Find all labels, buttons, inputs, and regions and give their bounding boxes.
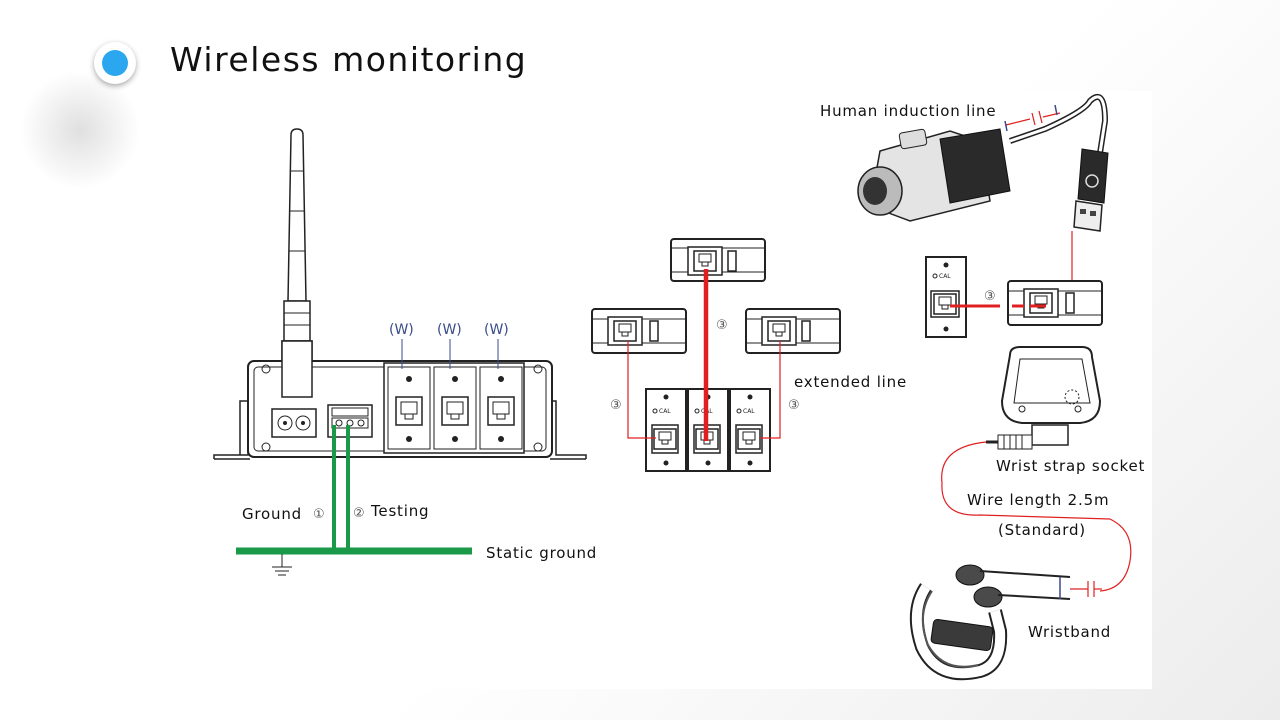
svg-text:CAL: CAL: [743, 408, 755, 415]
wall-plate-1: CAL: [645, 388, 687, 472]
wire-length-label: Wire length 2.5m: [967, 491, 1109, 509]
extended-line-label: extended line: [794, 373, 907, 391]
wristband-icon: [909, 564, 1071, 681]
human-induction-sensor-icon: [857, 128, 1011, 222]
port-label-3: (W): [484, 322, 509, 338]
static-ground-label: Static ground: [486, 544, 597, 562]
wrist-strap-wire: [941, 441, 1132, 592]
port-label-2: (W): [437, 322, 462, 338]
extended-marker-far-right: ③: [984, 289, 996, 304]
slide-title: Wireless monitoring: [170, 40, 528, 79]
extended-line-assembly: CAL CAL CAL: [591, 238, 841, 472]
rj45-port-modules: [383, 362, 525, 454]
extended-marker-right: ③: [788, 398, 800, 413]
wiring-diagram: (W) (W) (W) Ground ① ② Testing Static gr…: [213, 94, 1145, 681]
sensor-box-left: [591, 308, 687, 354]
power-jack-icon: [271, 408, 317, 438]
sensor-box-right: [745, 308, 841, 354]
testing-label: Testing: [370, 502, 429, 520]
human-induction-line-label: Human induction line: [820, 102, 996, 120]
right-cable: [760, 341, 781, 439]
title-bullet-icon: [94, 42, 136, 84]
background-glow: [20, 70, 140, 190]
testing-marker: ②: [353, 506, 365, 521]
sensor-box-far-right: [1007, 280, 1103, 326]
usb-plug-icon: [1073, 148, 1109, 232]
capacitor-icon-bottom: [1059, 577, 1102, 599]
wall-plate-3: CAL: [729, 388, 771, 472]
wrist-strap-socket-label: Wrist strap socket: [996, 457, 1145, 475]
port-label-1: (W): [389, 322, 414, 338]
wiring-diagram-panel: (W) (W) (W) Ground ① ② Testing Static gr…: [210, 91, 1152, 689]
wristband-label: Wristband: [1028, 623, 1111, 641]
capacitor-icon-top: [1004, 104, 1061, 132]
wall-plate-right: CAL: [925, 256, 967, 338]
standard-label: (Standard): [998, 521, 1086, 539]
left-cable: [627, 341, 656, 439]
svg-text:CAL: CAL: [659, 408, 671, 415]
ground-label: Ground: [242, 505, 302, 523]
sensor-box-top: [670, 238, 766, 282]
extended-marker-top: ③: [716, 318, 728, 333]
ground-marker: ①: [313, 507, 325, 522]
earth-ground-icon: [272, 554, 292, 576]
wireless-base-station: (W) (W) (W): [213, 128, 587, 460]
extended-marker-left: ③: [610, 398, 622, 413]
svg-text:CAL: CAL: [939, 273, 951, 280]
wrist-strap-socket-icon: [986, 346, 1102, 450]
